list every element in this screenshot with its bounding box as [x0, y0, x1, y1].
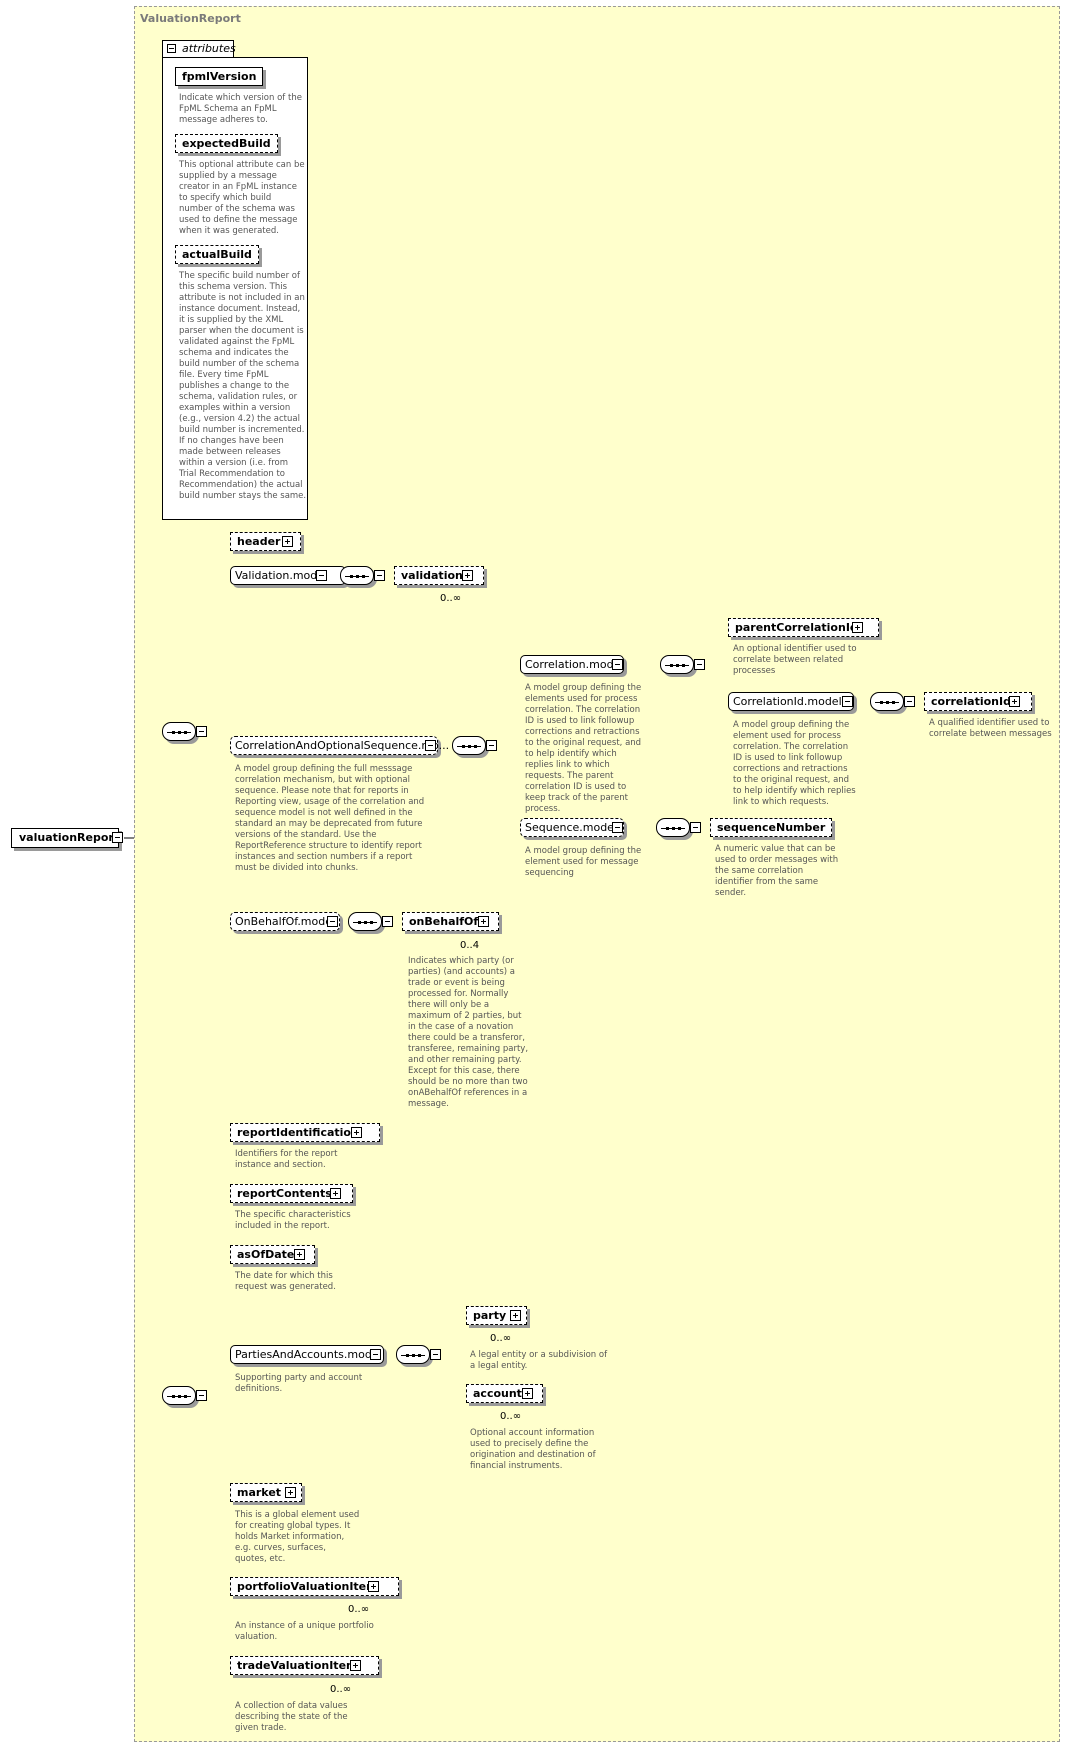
element-desc: A collection of data values describing t…: [235, 1701, 348, 1733]
element-report-identification[interactable]: reportIdentification: [230, 1123, 380, 1142]
expand-icon[interactable]: [282, 536, 293, 547]
cardinality: 0..∞: [500, 1411, 522, 1422]
collapse-icon[interactable]: [612, 659, 623, 670]
attr-actual-build-desc: The specific build number of this schema…: [179, 271, 307, 501]
cardinality: 0..∞: [490, 1333, 512, 1344]
collapse-icon[interactable]: [112, 832, 123, 843]
collapse-icon[interactable]: [694, 659, 705, 670]
element-desc: A numeric value that can be used to orde…: [715, 844, 839, 898]
cardinality: 0..∞: [348, 1604, 370, 1615]
group-correlation-id-model[interactable]: CorrelationId.model: [728, 692, 854, 711]
element-sequence-number[interactable]: sequenceNumber: [710, 818, 833, 837]
expand-icon[interactable]: [285, 1487, 296, 1498]
expand-icon[interactable]: [462, 570, 473, 581]
sequence-compositor-1[interactable]: [162, 722, 196, 741]
sequence-compositor[interactable]: [656, 818, 690, 837]
group-correlation-and-optional-sequence[interactable]: CorrelationAndOptionalSequence.mo...: [230, 736, 449, 755]
collapse-icon[interactable]: [196, 726, 207, 737]
sequence-compositor[interactable]: [870, 692, 904, 711]
expand-icon[interactable]: [522, 1388, 533, 1399]
element-validation[interactable]: validation: [394, 566, 484, 585]
group-desc: A model group defining the element used …: [733, 720, 856, 807]
cardinality: 0..4: [460, 940, 480, 951]
group-parties-and-accounts-model[interactable]: PartiesAndAccounts.model: [230, 1345, 384, 1364]
attributes-label: attributes: [182, 42, 236, 55]
element-desc: This is a global element used for creati…: [235, 1510, 360, 1564]
expand-icon[interactable]: [330, 1188, 341, 1199]
expand-icon[interactable]: [351, 1127, 362, 1138]
collapse-icon[interactable]: [430, 1349, 441, 1360]
expand-icon[interactable]: [350, 1660, 361, 1671]
collapse-icon[interactable]: [486, 740, 497, 751]
group-on-behalf-of-model[interactable]: OnBehalfOf.model: [230, 912, 340, 931]
collapse-icon[interactable]: [316, 570, 327, 581]
sequence-compositor-2[interactable]: [162, 1386, 196, 1405]
element-desc: An instance of a unique portfolio valuat…: [235, 1621, 374, 1642]
sequence-compositor[interactable]: [660, 655, 694, 674]
collapse-icon[interactable]: [612, 822, 623, 833]
expand-icon[interactable]: [852, 622, 863, 633]
expand-icon[interactable]: [294, 1249, 305, 1260]
attr-fpml-version[interactable]: fpmlVersion: [175, 67, 264, 86]
sequence-compositor[interactable]: [452, 736, 486, 755]
attr-expected-build[interactable]: expectedBuild: [175, 134, 278, 153]
collapse-icon[interactable]: [167, 44, 176, 53]
element-correlation-id[interactable]: correlationId: [924, 692, 1032, 711]
element-desc: Identifiers for the report instance and …: [235, 1149, 338, 1170]
element-market[interactable]: market: [230, 1483, 303, 1502]
element-desc: A legal entity or a subdivision of a leg…: [470, 1350, 608, 1371]
group-desc: A model group defining the full messsage…: [235, 764, 425, 873]
collapse-icon[interactable]: [382, 916, 393, 927]
element-on-behalf-of[interactable]: onBehalfOf: [402, 912, 500, 931]
collapse-icon[interactable]: [425, 740, 436, 751]
cardinality: 0..∞: [440, 593, 462, 604]
element-desc: A qualified identifier used to correlate…: [929, 718, 1052, 739]
attr-expected-build-desc: This optional attribute can be supplied …: [179, 160, 305, 236]
group-validation-model[interactable]: Validation.model: [230, 566, 347, 585]
element-parent-correlation-id[interactable]: parentCorrelationId: [728, 618, 879, 637]
attributes-tab[interactable]: attributes: [162, 40, 236, 57]
group-correlation-model[interactable]: Correlation.model: [520, 655, 624, 674]
element-desc: Indicates which party (or parties) (and …: [408, 956, 529, 1109]
element-desc: The specific characteristics included in…: [235, 1210, 351, 1231]
element-portfolio-valuation-item[interactable]: portfolioValuationItem: [230, 1577, 399, 1596]
element-report-contents[interactable]: reportContents: [230, 1184, 353, 1203]
element-trade-valuation-item[interactable]: tradeValuationItem: [230, 1656, 379, 1675]
collapse-icon[interactable]: [374, 570, 385, 581]
collapse-icon[interactable]: [370, 1349, 381, 1360]
expand-icon[interactable]: [510, 1310, 521, 1321]
cardinality: 0..∞: [330, 1684, 352, 1695]
frame-title: ValuationReport: [140, 12, 241, 25]
attr-fpml-version-desc: Indicate which version of the FpML Schem…: [179, 93, 302, 125]
expand-icon[interactable]: [1009, 696, 1020, 707]
root-element-valuation-report[interactable]: valuationReport: [11, 828, 119, 848]
expand-icon[interactable]: [368, 1581, 379, 1592]
group-desc: Supporting party and account definitions…: [235, 1373, 363, 1394]
collapse-icon[interactable]: [327, 916, 338, 927]
group-desc: A model group defining the element used …: [525, 846, 642, 878]
sequence-compositor[interactable]: [348, 912, 382, 931]
group-desc: A model group defining the elements used…: [525, 683, 642, 814]
element-desc: An optional identifier used to correlate…: [733, 644, 857, 676]
collapse-icon[interactable]: [842, 696, 853, 707]
collapse-icon[interactable]: [904, 696, 915, 707]
sequence-compositor[interactable]: [396, 1345, 430, 1364]
attr-actual-build[interactable]: actualBuild: [175, 245, 259, 264]
collapse-icon[interactable]: [196, 1390, 207, 1401]
expand-icon[interactable]: [478, 916, 489, 927]
group-sequence-model[interactable]: Sequence.model: [520, 818, 624, 837]
element-desc: Optional account information used to pre…: [470, 1428, 596, 1471]
collapse-icon[interactable]: [690, 822, 701, 833]
element-desc: The date for which this request was gene…: [235, 1271, 336, 1292]
sequence-compositor[interactable]: [340, 566, 374, 585]
